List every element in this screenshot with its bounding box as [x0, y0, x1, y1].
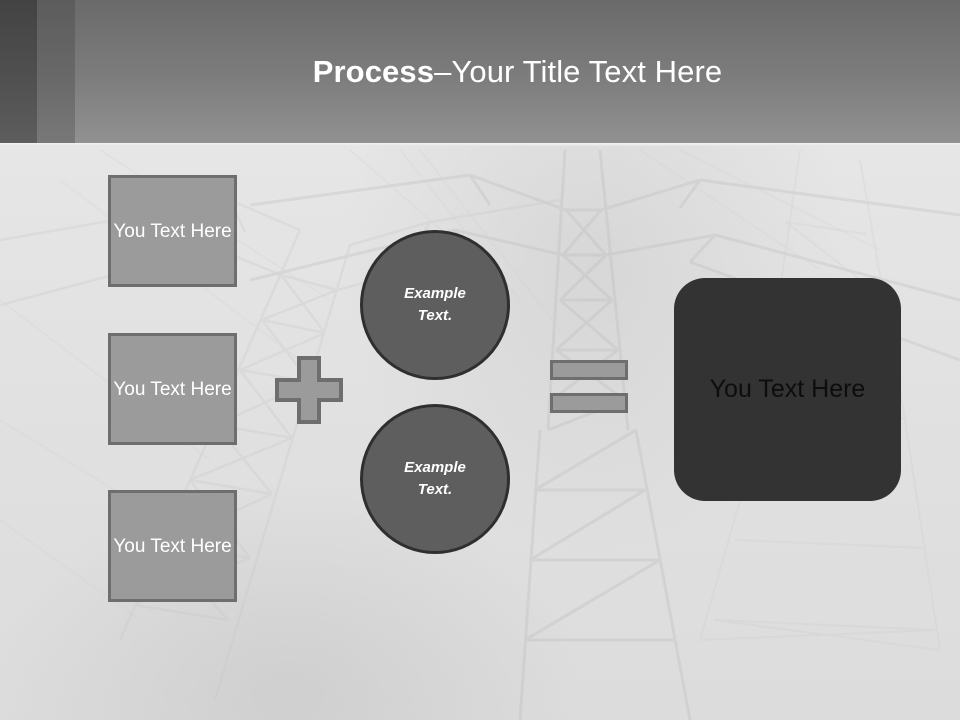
equals-bar-top: [550, 360, 628, 380]
circle-2-line-1: Example: [404, 459, 466, 476]
header-band-main: [0, 0, 960, 143]
input-box-3[interactable]: You Text Here: [108, 490, 237, 602]
header-band-dark: [0, 0, 37, 143]
plus-icon: [274, 355, 344, 425]
title-separator: –: [434, 53, 452, 89]
circle-1-line-2: Text.: [417, 307, 453, 324]
result-box[interactable]: You Text Here: [674, 278, 901, 501]
title-regular-part: Your Title Text Here: [451, 53, 723, 89]
input-box-2[interactable]: You Text Here: [108, 333, 237, 445]
process-circle-2-text: Example Text.: [404, 457, 466, 501]
equals-bar-bottom: [550, 393, 628, 413]
slide-header: Process – Your Title Text Here: [0, 0, 960, 143]
equals-icon: [550, 360, 628, 415]
process-circle-1[interactable]: Example Text.: [360, 230, 510, 380]
process-circle-1-text: Example Text.: [404, 283, 466, 327]
process-circle-2[interactable]: Example Text.: [360, 404, 510, 554]
title-bold-part: Process: [312, 53, 435, 89]
header-underline: [0, 143, 960, 146]
circle-1-line-1: Example: [404, 285, 466, 302]
circle-2-line-2: Text.: [417, 481, 453, 498]
header-band-medium: [37, 0, 75, 143]
page-title: Process – Your Title Text Here: [75, 0, 960, 143]
input-box-1[interactable]: You Text Here: [108, 175, 237, 287]
